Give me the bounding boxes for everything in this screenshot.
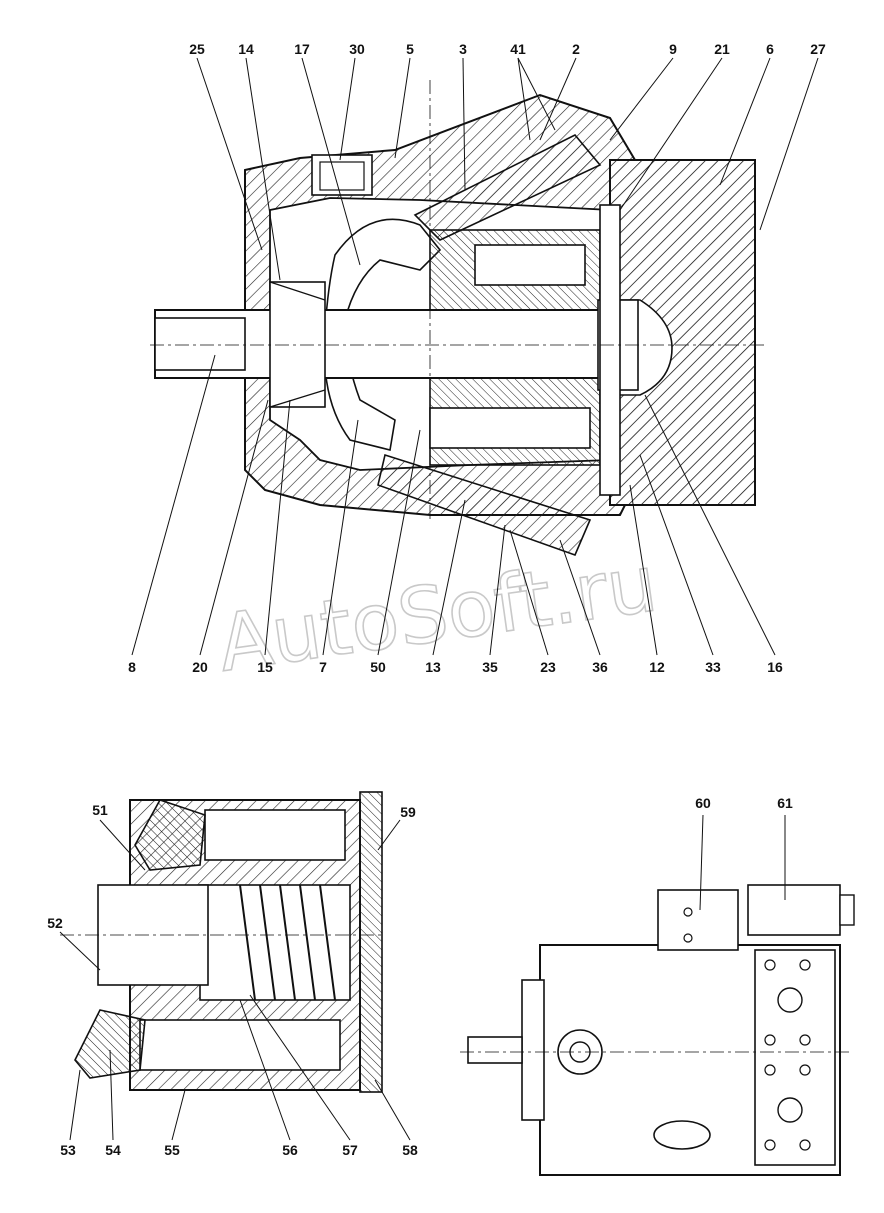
label-61: 61 xyxy=(777,795,793,811)
label-17: 17 xyxy=(294,41,310,57)
label-5: 5 xyxy=(406,41,414,57)
label-27: 27 xyxy=(810,41,826,57)
label-53: 53 xyxy=(60,1142,76,1158)
solenoid-61 xyxy=(747,884,841,936)
bore-lower xyxy=(139,1019,341,1071)
end-plate xyxy=(754,949,836,1166)
label-59: 59 xyxy=(400,804,416,820)
label-9: 9 xyxy=(669,41,677,57)
label-21: 21 xyxy=(714,41,730,57)
label-33: 33 xyxy=(705,659,721,675)
control-cylinder xyxy=(413,134,602,241)
front-bearing xyxy=(269,281,326,408)
leader-lines-bottom-right xyxy=(699,814,786,911)
bottom-right-external-view xyxy=(460,814,855,1176)
shaft-stub xyxy=(467,1036,523,1064)
label-51: 51 xyxy=(92,802,108,818)
label-35: 35 xyxy=(482,659,498,675)
gear-lower xyxy=(74,1009,146,1079)
top-sectional-view xyxy=(131,57,819,656)
valve-block-60 xyxy=(657,889,739,951)
label-12: 12 xyxy=(649,659,665,675)
label-8: 8 xyxy=(128,659,136,675)
label-56: 56 xyxy=(282,1142,298,1158)
spring-chamber xyxy=(199,884,351,1001)
piston-lower xyxy=(429,407,591,449)
label-30: 30 xyxy=(349,41,365,57)
spring xyxy=(239,884,336,1001)
label-41: 41 xyxy=(510,41,526,57)
label-52: 52 xyxy=(47,915,63,931)
label-36: 36 xyxy=(592,659,608,675)
label-13: 13 xyxy=(425,659,441,675)
label-60: 60 xyxy=(695,795,711,811)
leader-lines-top xyxy=(131,57,819,656)
bottom-left-labels: 51 59 52 53 54 55 56 57 58 xyxy=(47,802,418,1158)
label-3: 3 xyxy=(459,41,467,57)
bore-upper xyxy=(204,809,346,861)
label-25: 25 xyxy=(189,41,205,57)
label-16: 16 xyxy=(767,659,783,675)
label-2: 2 xyxy=(572,41,580,57)
label-54: 54 xyxy=(105,1142,121,1158)
label-57: 57 xyxy=(342,1142,358,1158)
gear-upper xyxy=(134,799,206,871)
label-55: 55 xyxy=(164,1142,180,1158)
label-50: 50 xyxy=(370,659,386,675)
label-14: 14 xyxy=(238,41,254,57)
label-15: 15 xyxy=(257,659,273,675)
control-piston xyxy=(377,453,592,557)
piston-upper xyxy=(474,244,586,286)
label-58: 58 xyxy=(402,1142,418,1158)
label-23: 23 xyxy=(540,659,556,675)
end-flange xyxy=(359,791,383,1093)
label-6: 6 xyxy=(766,41,774,57)
top-labels: 25 14 17 30 5 3 41 2 9 21 6 27 8 20 15 7… xyxy=(128,41,826,675)
label-20: 20 xyxy=(192,659,208,675)
bottom-left-sectional-view xyxy=(59,791,411,1141)
leader-lines-bottom-left xyxy=(59,819,411,1141)
label-7: 7 xyxy=(319,659,327,675)
valve-plate xyxy=(599,204,621,496)
mount-flange xyxy=(521,979,545,1121)
bottom-right-labels: 60 61 xyxy=(695,795,793,811)
